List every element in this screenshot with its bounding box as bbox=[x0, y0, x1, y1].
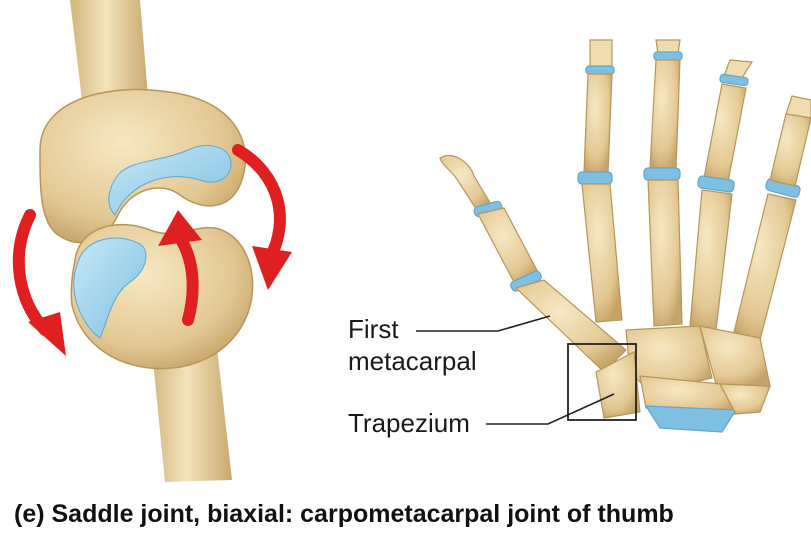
label-first-metacarpal-line2: metacarpal bbox=[348, 346, 477, 376]
arrow-center-head bbox=[158, 210, 202, 246]
arrow-right-curve bbox=[232, 144, 286, 264]
upper-cartilage bbox=[108, 145, 232, 216]
lower-cartilage bbox=[73, 237, 147, 339]
figure-caption: (e) Saddle joint, biaxial: carpometacarp… bbox=[14, 500, 674, 528]
trapezium-bone bbox=[595, 351, 641, 419]
arrow-left-head bbox=[28, 312, 66, 356]
joint-highlight-box bbox=[567, 343, 637, 421]
saddle-joint-model bbox=[12, 0, 292, 482]
arrow-left-curve bbox=[12, 209, 51, 336]
label-first-metacarpal-line1: First bbox=[348, 314, 399, 344]
arrow-right-head bbox=[252, 246, 292, 290]
hand-skeleton bbox=[439, 39, 811, 433]
arrow-center-up bbox=[174, 232, 199, 326]
label-trapezium: Trapezium bbox=[348, 408, 470, 438]
leader-first-metacarpal bbox=[416, 315, 551, 332]
leader-trapezium bbox=[486, 393, 615, 425]
